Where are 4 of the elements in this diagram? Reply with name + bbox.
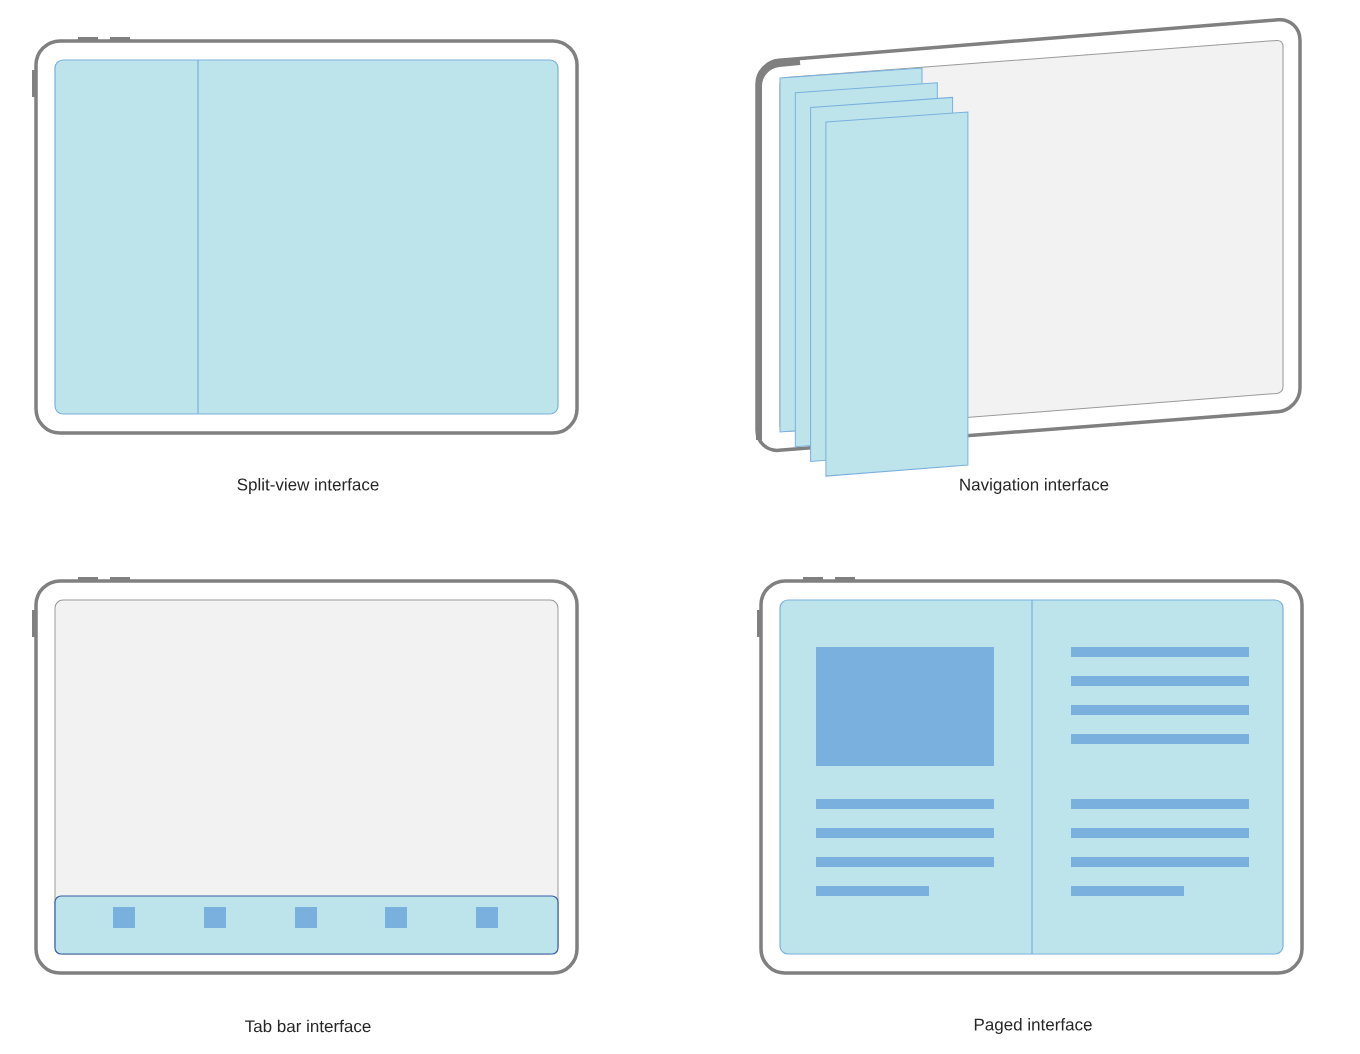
caption: Split-view interface (237, 478, 379, 494)
caption: Navigation interface (960, 478, 1109, 494)
caption: Paged interface (974, 1018, 1092, 1034)
caption: Tab bar interface (245, 1019, 371, 1033)
